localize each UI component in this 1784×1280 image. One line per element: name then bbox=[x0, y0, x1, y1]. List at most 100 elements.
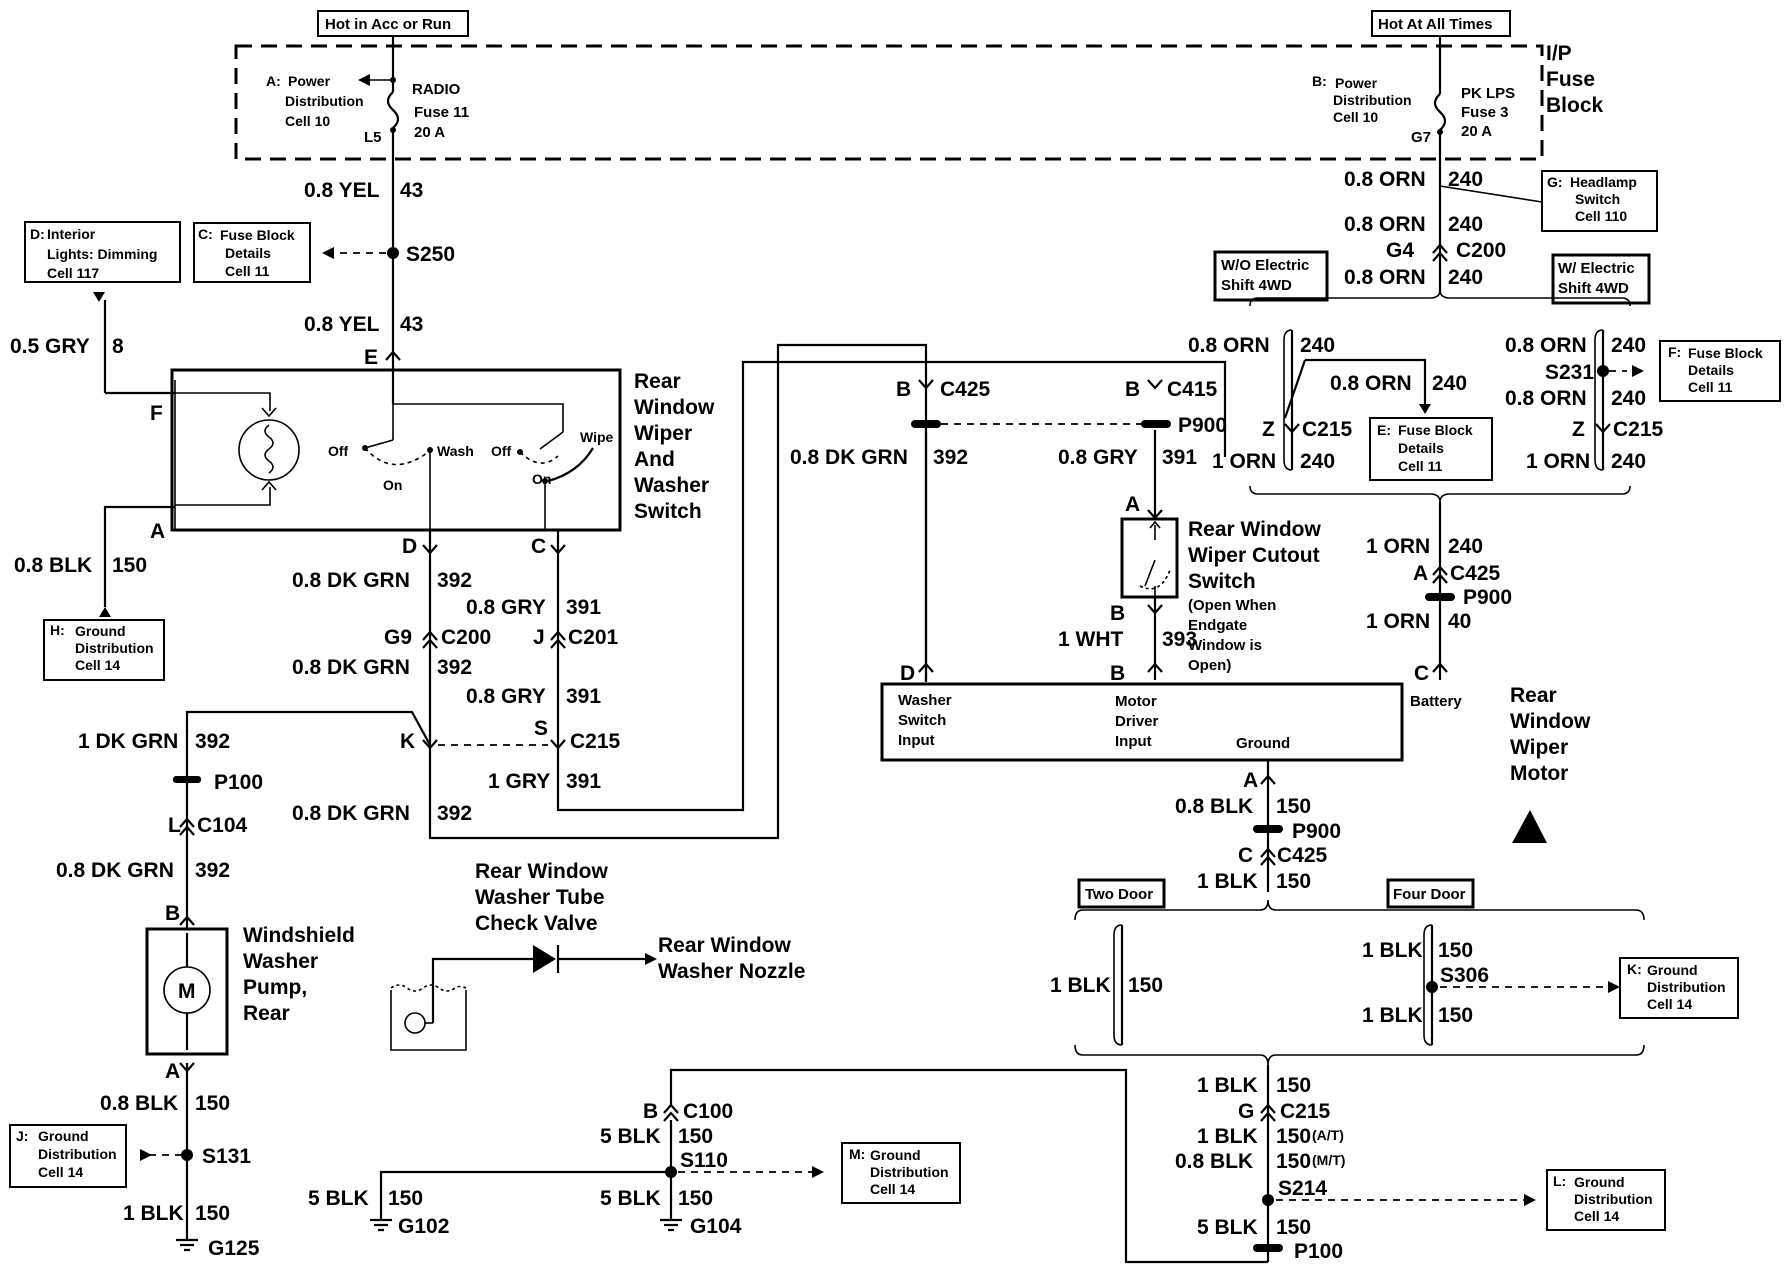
w-electric-branch: 0.8 ORN 240 S231 0.8 ORN 240 Z C215 1 OR… bbox=[1505, 329, 1664, 473]
header-hot-acc-run-text: Hot in Acc or Run bbox=[325, 16, 451, 33]
radio-fuse-number: Fuse 11 bbox=[414, 104, 469, 121]
wire-label: 0.8 ORN bbox=[1188, 334, 1270, 357]
ref-d-interior-lights: D: Interior Lights: Dimming Cell 117 0.5… bbox=[10, 221, 181, 425]
wire-label: 0.8 DK GRN bbox=[56, 859, 174, 882]
header-hot-all-times-text: Hot At All Times bbox=[1378, 16, 1492, 33]
ref-c-line1: Fuse Block bbox=[220, 227, 295, 243]
circuit-number: 240 bbox=[1300, 334, 1335, 357]
option-w-electric-2: Shift 4WD bbox=[1558, 280, 1629, 297]
ref-k-line2: Distribution bbox=[1647, 979, 1726, 995]
wiper-switch-name-1: Rear bbox=[634, 370, 681, 393]
connector-c200: C200 bbox=[1456, 239, 1506, 262]
yel-43-circuit: 0.8 YEL 43 S250 0.8 YEL 43 E bbox=[304, 179, 455, 369]
circuit-number: 150 bbox=[678, 1125, 713, 1148]
ref-k-letter: K: bbox=[1627, 961, 1642, 977]
option-wo-electric-1: W/O Electric bbox=[1221, 257, 1309, 274]
ref-l-letter: L: bbox=[1553, 1173, 1566, 1189]
motor-input-2: Switch bbox=[898, 712, 946, 729]
circuit-number: 240 bbox=[1448, 213, 1483, 236]
connector-c425: C425 bbox=[940, 378, 991, 401]
wire-label: 0.8 ORN bbox=[1505, 334, 1587, 357]
wire-label: 1 BLK bbox=[1197, 1074, 1258, 1097]
connector-b: B bbox=[896, 378, 911, 401]
connector-z: Z bbox=[1262, 418, 1275, 441]
connector-a: A bbox=[1243, 769, 1258, 792]
switch-pos-on-1: On bbox=[383, 477, 402, 493]
radio-fuse-ref-3: Cell 10 bbox=[285, 113, 330, 129]
wiper-switch-name-4: And bbox=[634, 448, 675, 471]
wire-label: 1 ORN bbox=[1526, 450, 1590, 473]
ground-g104: G104 bbox=[690, 1215, 742, 1238]
connector-c104: C104 bbox=[197, 814, 248, 837]
connector-c425: C425 bbox=[1450, 562, 1501, 585]
wire-label: 0.8 DK GRN bbox=[292, 569, 410, 592]
option-two-door-text: Two Door bbox=[1085, 886, 1153, 903]
wire-label: 1 ORN bbox=[1212, 450, 1276, 473]
circuit-number: 392 bbox=[437, 656, 472, 679]
ref-l-line1: Ground bbox=[1574, 1174, 1625, 1190]
rear-wiper-motor: Washer Switch Input Motor Driver Input B… bbox=[880, 682, 1591, 843]
connector-b: B bbox=[165, 902, 180, 925]
four-door-branch: 1 BLK 150 S306 1 BLK 150 bbox=[1074, 924, 1645, 1066]
circuit-number: 240 bbox=[1432, 372, 1467, 395]
option-w-electric-1: W/ Electric bbox=[1558, 260, 1635, 277]
connector-e: E bbox=[364, 346, 378, 369]
washer-pump-name-2: Washer bbox=[243, 950, 318, 973]
circuit-number: 150 bbox=[1276, 1125, 1311, 1148]
switch-pos-on-2: On bbox=[532, 471, 551, 487]
circuit-number: 150 bbox=[1276, 795, 1311, 818]
splice-s110: S110 bbox=[680, 1149, 728, 1172]
ref-j-ground: J: Ground Distribution Cell 14 bbox=[9, 1124, 127, 1188]
ref-g-headlamp: G: Headlamp Switch Cell 110 bbox=[1541, 170, 1658, 232]
circuit-number: 150 bbox=[112, 554, 147, 577]
esd-warning-icon bbox=[1512, 810, 1547, 843]
circuit-number: 43 bbox=[400, 179, 423, 202]
wire-label: 0.8 ORN bbox=[1330, 372, 1412, 395]
connector-a: A bbox=[150, 520, 165, 543]
wiper-switch-name-5: Washer bbox=[634, 474, 709, 497]
switch-pos-off-2: Off bbox=[491, 443, 512, 459]
pklps-fuse-ref-3: Cell 10 bbox=[1333, 109, 1378, 125]
check-valve-label-1: Rear Window bbox=[475, 860, 608, 883]
circuit-number: 240 bbox=[1448, 535, 1483, 558]
ref-m-line1: Ground bbox=[870, 1147, 921, 1163]
wire-label: 1 BLK bbox=[123, 1202, 184, 1225]
connector-c: C bbox=[531, 535, 546, 558]
fuse-block-label-3: Block bbox=[1546, 94, 1604, 117]
connector-c215: C215 bbox=[1302, 418, 1353, 441]
wire-label: 1 DK GRN bbox=[78, 730, 178, 753]
circuit-number: 392 bbox=[195, 859, 230, 882]
pklps-fuse-ref-2: Distribution bbox=[1333, 92, 1412, 108]
circuit-number: 150 bbox=[195, 1202, 230, 1225]
splice-s214: S214 bbox=[1278, 1177, 1327, 1200]
circuit-number: 392 bbox=[195, 730, 230, 753]
connector-p900: P900 bbox=[1463, 586, 1512, 609]
wire-label: 0.8 YEL bbox=[304, 179, 380, 202]
motor-input-6: Input bbox=[1115, 733, 1152, 750]
fuse-block-outline bbox=[234, 44, 1544, 161]
connector-c215: C215 bbox=[570, 730, 621, 753]
wire-label: 1 BLK bbox=[1197, 1125, 1258, 1148]
ref-m-line2: Distribution bbox=[870, 1164, 949, 1180]
ref-m-line3: Cell 14 bbox=[870, 1181, 915, 1197]
wire-label: 0.5 GRY bbox=[10, 335, 90, 358]
wiper-motor-name-4: Motor bbox=[1510, 762, 1568, 785]
ref-m-letter: M: bbox=[849, 1146, 865, 1162]
radio-fuse-amps: 20 A bbox=[414, 124, 445, 141]
connector-s: S bbox=[534, 717, 548, 740]
wire-label: 5 BLK bbox=[308, 1187, 369, 1210]
ref-e-line1: Fuse Block bbox=[1398, 422, 1473, 438]
cutout-switch-note-4: Open) bbox=[1188, 657, 1231, 674]
connector-a: A bbox=[165, 1060, 180, 1083]
switch-output-wires: D C 0.8 DK GRN 392 0.8 GRY 391 G9 C200 J… bbox=[185, 343, 1227, 840]
nozzle-label-1: Rear Window bbox=[658, 934, 791, 957]
circuit-number: 391 bbox=[566, 685, 601, 708]
pklps-fuse-letter: B: bbox=[1312, 73, 1327, 89]
connector-c201: C201 bbox=[568, 626, 619, 649]
cutout-switch-note-1: (Open When bbox=[1188, 597, 1276, 614]
connector-c100: C100 bbox=[683, 1100, 733, 1123]
motor-input-7: Battery bbox=[1410, 693, 1462, 710]
washer-pump-circuit: 1 DK GRN 392 P100 L C104 0.8 DK GRN 392 … bbox=[56, 730, 355, 1260]
connector-a: A bbox=[1413, 562, 1428, 585]
